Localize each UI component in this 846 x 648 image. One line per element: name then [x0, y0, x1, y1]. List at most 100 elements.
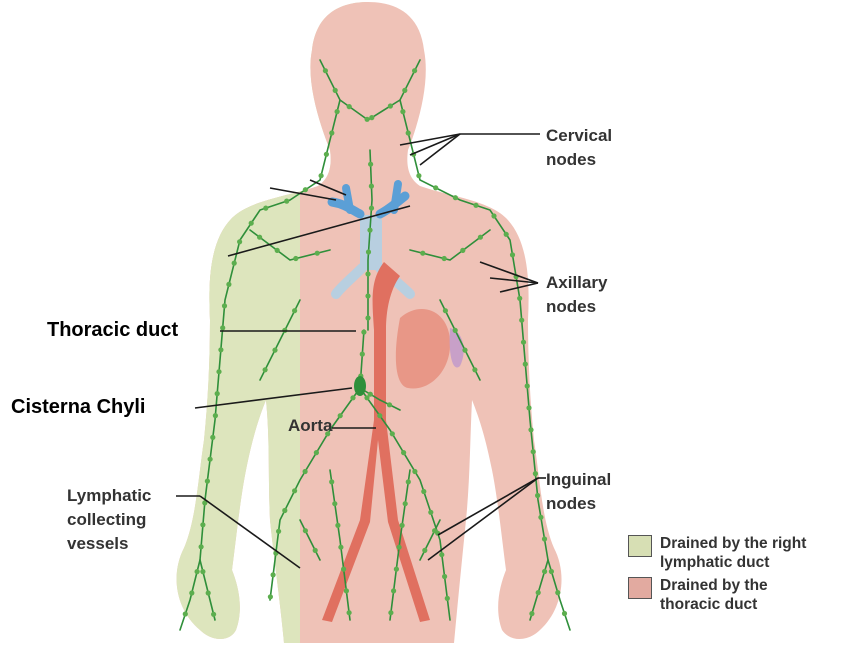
lymph-node	[344, 588, 349, 593]
lymph-node	[442, 574, 447, 579]
lymph-node	[218, 347, 223, 352]
lymph-node	[401, 450, 406, 455]
lymph-node	[272, 348, 277, 353]
lcv-label-line1: Lymphatic	[67, 484, 151, 508]
lymph-node	[400, 523, 405, 528]
lymph-node	[402, 88, 407, 93]
lymph-node	[314, 450, 319, 455]
lymph-node	[257, 235, 262, 240]
lymph-node	[460, 248, 465, 253]
lymph-node	[275, 248, 280, 253]
legend-right-line2: lymphatic duct	[660, 553, 806, 572]
lymph-node	[195, 569, 200, 574]
lymph-node	[268, 594, 273, 599]
lymph-node	[412, 68, 417, 73]
lymph-node	[338, 545, 343, 550]
lymph-node	[453, 328, 458, 333]
lymph-node	[276, 529, 281, 534]
lcv-label-line2: collecting	[67, 508, 151, 532]
lymph-node	[361, 330, 366, 335]
axillary-label-line2: nodes	[546, 295, 607, 319]
inguinal-label-line1: Inguinal	[546, 468, 611, 492]
lymph-node	[200, 522, 205, 527]
lymph-node	[523, 362, 528, 367]
lymph-node	[478, 235, 483, 240]
lymph-node	[263, 367, 268, 372]
lymph-node	[347, 610, 352, 615]
lymph-node	[365, 315, 370, 320]
lymph-node	[519, 318, 524, 323]
lymph-node	[369, 184, 374, 189]
lymph-node	[388, 610, 393, 615]
lymph-node	[323, 68, 328, 73]
lymph-node	[390, 431, 395, 436]
lymph-node	[387, 402, 392, 407]
lymph-node	[394, 567, 399, 572]
lymph-node	[422, 548, 427, 553]
lymph-node	[397, 545, 402, 550]
lymph-node	[369, 115, 374, 120]
lymph-node	[510, 252, 515, 257]
lymph-node	[303, 187, 308, 192]
lymph-node	[525, 383, 530, 388]
lymph-node	[406, 479, 411, 484]
lymph-node	[282, 508, 287, 513]
lymph-node	[211, 612, 216, 617]
lymph-node	[521, 340, 526, 345]
lymph-node	[183, 611, 188, 616]
lymph-node	[433, 185, 438, 190]
lymph-node	[215, 391, 220, 396]
lymph-node	[542, 569, 547, 574]
lymph-node	[284, 199, 289, 204]
vein-shape	[394, 184, 398, 210]
lymph-node	[406, 130, 411, 135]
lymph-node	[199, 544, 204, 549]
axillary-nodes-label: Axillary nodes	[546, 271, 607, 319]
lymph-node	[350, 395, 355, 400]
legend-swatch-right	[628, 535, 652, 557]
lymph-node	[324, 152, 329, 157]
lymph-node	[220, 325, 225, 330]
lymph-node	[315, 251, 320, 256]
lymph-node	[428, 510, 433, 515]
lymph-node	[533, 471, 538, 476]
lymph-node	[432, 528, 437, 533]
lymph-node	[335, 109, 340, 114]
lymph-node	[517, 296, 522, 301]
legend-text-right: Drained by the right lymphatic duct	[660, 534, 806, 572]
lymph-node	[462, 348, 467, 353]
lymph-node	[369, 206, 374, 211]
lymph-node	[365, 271, 370, 276]
lymph-node	[237, 239, 242, 244]
legend-thoracic-line2: thoracic duct	[660, 595, 768, 614]
lymph-node	[335, 523, 340, 528]
lymph-node	[535, 493, 540, 498]
legend-swatch-thoracic	[628, 577, 652, 599]
lymph-node	[338, 413, 343, 418]
lymph-node	[232, 261, 237, 266]
lymph-node	[472, 367, 477, 372]
lymph-node	[555, 590, 560, 595]
lymph-node	[368, 392, 373, 397]
lymph-node	[208, 457, 213, 462]
lymph-node	[421, 489, 426, 494]
lymphatic-collecting-vessels-label: Lymphatic collecting vessels	[67, 484, 151, 556]
lymph-node	[391, 588, 396, 593]
lymph-node	[549, 569, 554, 574]
cisterna-chyli-shape	[354, 376, 366, 396]
lymph-node	[412, 469, 417, 474]
legend-item-thoracic: Drained by the thoracic duct	[628, 576, 768, 614]
inguinal-label-line2: nodes	[546, 492, 611, 516]
lymph-node	[216, 369, 221, 374]
cervical-label-line2: nodes	[546, 148, 612, 172]
lymph-node	[360, 352, 365, 357]
legend-item-right-lymphatic: Drained by the right lymphatic duct	[628, 534, 806, 572]
lymph-node	[443, 308, 448, 313]
cisterna-chyli-label: Cisterna Chyli	[11, 395, 145, 419]
aorta-label: Aorta	[288, 414, 332, 438]
cervical-label-line1: Cervical	[546, 124, 612, 148]
lymph-node	[403, 501, 408, 506]
lymph-node	[416, 173, 421, 178]
lymph-node	[200, 569, 205, 574]
lymph-node	[206, 590, 211, 595]
